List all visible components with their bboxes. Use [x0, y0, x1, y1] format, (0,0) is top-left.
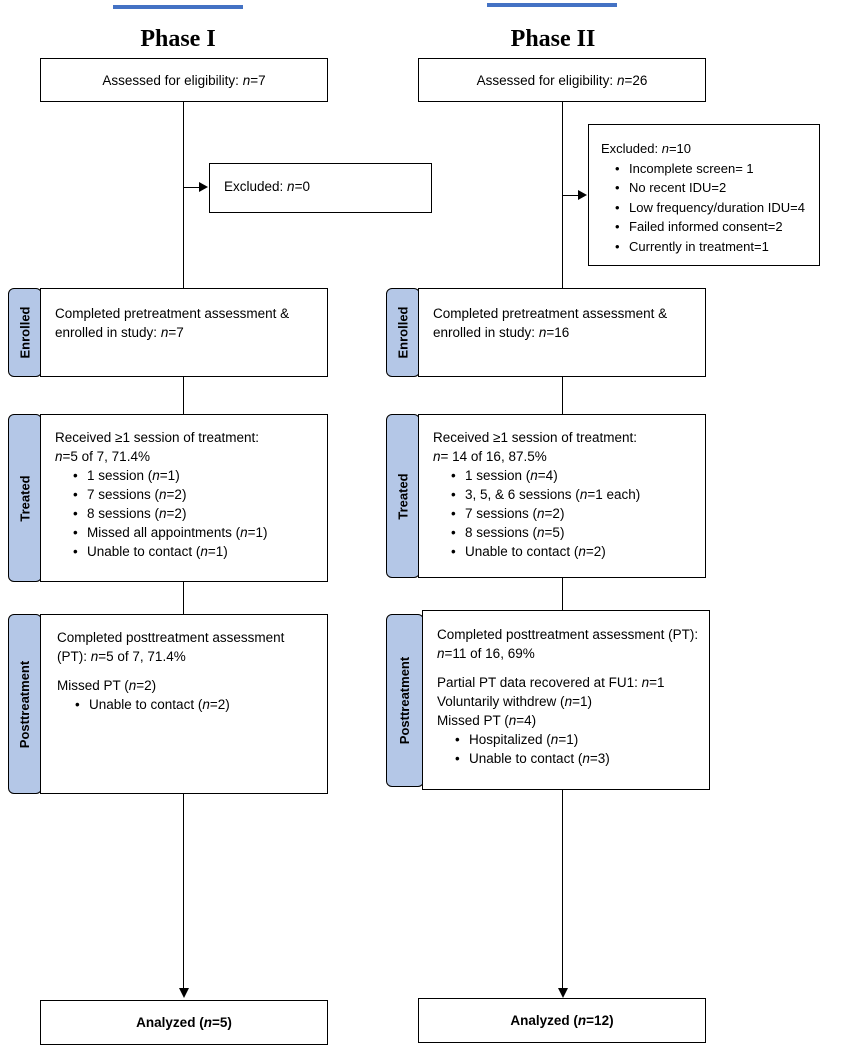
- phase2-excluded-list: Incomplete screen= 1 No recent IDU=2 Low…: [615, 159, 813, 257]
- phase2-excluded-box: Excluded: n=10 Incomplete screen= 1 No r…: [588, 124, 820, 266]
- phase2-connector-4: [562, 790, 563, 990]
- list-item: Hospitalized (n=1): [455, 730, 699, 749]
- phase2-enrolled-box: Completed pretreatment assessment & enro…: [418, 288, 706, 377]
- phase1-analyzed-text: Analyzed (n=5): [136, 1015, 232, 1030]
- phase1-treated-list: 1 session (n=1) 7 sessions (n=2) 8 sessi…: [73, 466, 317, 561]
- phase1-excluded-text: Excluded: n=0: [224, 179, 310, 194]
- phase1-excluded-box: Excluded: n=0: [209, 163, 432, 213]
- phase2-excluded-head: Excluded: n=10: [601, 141, 691, 156]
- list-item: 7 sessions (n=2): [73, 485, 317, 504]
- list-item: Missed all appointments (n=1): [73, 523, 317, 542]
- list-item: 8 sessions (n=2): [73, 504, 317, 523]
- phase2-connector-3: [562, 578, 563, 610]
- phase1-post-list: Unable to contact (n=2): [75, 695, 315, 714]
- phase1-treated-sub: n=5 of 7, 71.4%: [55, 449, 150, 464]
- phase2-exclude-arrow: [578, 190, 587, 200]
- phase1-treated-head: Received ≥1 session of treatment:: [55, 430, 260, 445]
- phase2-title: Phase II: [510, 26, 596, 52]
- phase2-post-label: Posttreatment: [386, 614, 424, 787]
- list-item: Incomplete screen= 1: [615, 159, 813, 179]
- phase1-analyzed-box: Analyzed (n=5): [40, 1000, 328, 1045]
- list-item: 1 session (n=4): [451, 466, 695, 485]
- phase2-treated-label: Treated: [386, 414, 420, 578]
- list-item: Unable to contact (n=3): [455, 749, 699, 768]
- phase2-treated-head: Received ≥1 session of treatment:: [433, 430, 638, 445]
- phase2-connector-2: [562, 377, 563, 414]
- list-item: No recent IDU=2: [615, 178, 813, 198]
- list-item: 8 sessions (n=5): [451, 523, 695, 542]
- phase2-analyzed-text: Analyzed (n=12): [510, 1013, 614, 1028]
- phase2-post-list: Hospitalized (n=1) Unable to contact (n=…: [455, 730, 699, 768]
- phase2-treated-list: 1 session (n=4) 3, 5, & 6 sessions (n=1 …: [451, 466, 695, 561]
- phase1-analyzed-arrow: [179, 988, 189, 998]
- phase2-post-line-1: Partial PT data recovered at FU1: n=1: [437, 675, 665, 690]
- list-item: 1 session (n=1): [73, 466, 317, 485]
- phase1-exclude-connector: [183, 187, 201, 188]
- phase2-accent-bar: [487, 3, 617, 7]
- phase1-accent-bar: [113, 5, 243, 9]
- phase2-post-line-2: Voluntarily withdrew (n=1): [437, 694, 592, 709]
- phase1-eligibility-box: Assessed for eligibility: n=7: [40, 58, 328, 102]
- phase1-treated-label: Treated: [8, 414, 42, 582]
- phase1-eligibility-text: Assessed for eligibility: n=7: [102, 72, 266, 88]
- phase2-enrolled-text: Completed pretreatment assessment & enro…: [433, 306, 668, 340]
- phase2-exclude-connector: [562, 195, 580, 196]
- phase1-enrolled-text: Completed pretreatment assessment & enro…: [55, 306, 290, 340]
- phase2-post-box: Completed posttreatment assessment (PT):…: [422, 610, 710, 790]
- phase1-title: Phase I: [140, 26, 216, 52]
- phase1-connector-4: [183, 794, 184, 990]
- phase2-eligibility-box: Assessed for eligibility: n=26: [418, 58, 706, 102]
- list-item: Unable to contact (n=1): [73, 542, 317, 561]
- phase1-connector-3: [183, 582, 184, 614]
- list-item: Unable to contact (n=2): [451, 542, 695, 561]
- phase2-post-line-3: Missed PT (n=4): [437, 713, 537, 728]
- phase1-post-missed: Missed PT (n=2): [57, 678, 157, 693]
- phase2-post-head: Completed posttreatment assessment (PT):…: [437, 627, 699, 661]
- phase2-treated-sub: n= 14 of 16, 87.5%: [433, 449, 547, 464]
- phase2-enrolled-label: Enrolled: [386, 288, 420, 377]
- phase1-connector: [183, 102, 184, 288]
- list-item: Unable to contact (n=2): [75, 695, 315, 714]
- phase1-post-head: Completed posttreatment assessment (PT):…: [57, 630, 285, 664]
- list-item: Currently in treatment=1: [615, 237, 813, 257]
- phase2-eligibility-text: Assessed for eligibility: n=26: [476, 72, 648, 88]
- list-item: Failed informed consent=2: [615, 217, 813, 237]
- list-item: 3, 5, & 6 sessions (n=1 each): [451, 485, 695, 504]
- phase1-post-box: Completed posttreatment assessment (PT):…: [40, 614, 328, 794]
- phase1-exclude-arrow: [199, 182, 208, 192]
- phase1-connector-2: [183, 377, 184, 414]
- phase1-post-label: Posttreatment: [8, 614, 42, 794]
- phase1-treated-box: Received ≥1 session of treatment: n=5 of…: [40, 414, 328, 582]
- phase2-treated-box: Received ≥1 session of treatment: n= 14 …: [418, 414, 706, 578]
- list-item: Low frequency/duration IDU=4: [615, 198, 813, 218]
- phase1-enrolled-label: Enrolled: [8, 288, 42, 377]
- list-item: 7 sessions (n=2): [451, 504, 695, 523]
- phase2-analyzed-arrow: [558, 988, 568, 998]
- phase1-enrolled-box: Completed pretreatment assessment & enro…: [40, 288, 328, 377]
- phase2-analyzed-box: Analyzed (n=12): [418, 998, 706, 1043]
